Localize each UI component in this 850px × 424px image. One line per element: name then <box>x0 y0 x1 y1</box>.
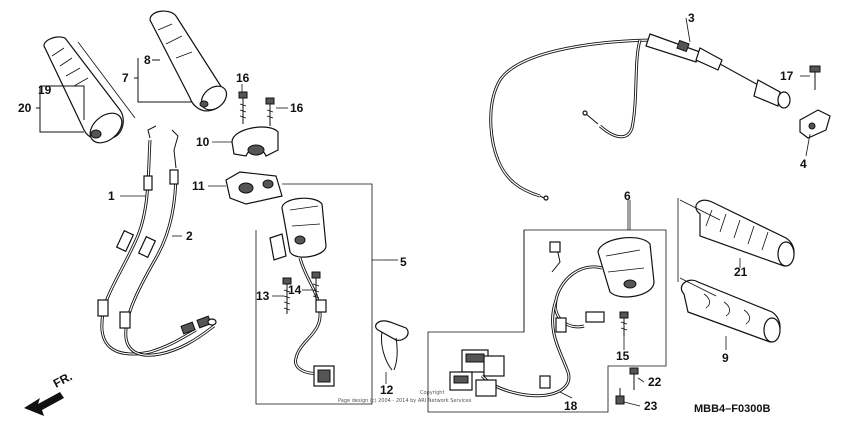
holder-11 <box>225 171 283 205</box>
callout-16b: 16 <box>290 101 304 115</box>
switch-assembly-6 <box>480 237 655 398</box>
screw-14 <box>311 271 321 302</box>
bolt-17 <box>809 65 821 90</box>
right-grip-8 <box>149 10 228 112</box>
callout-18: 18 <box>564 399 578 413</box>
screw-13 <box>282 277 292 314</box>
callout-6: 6 <box>624 189 631 203</box>
callout-3: 3 <box>688 11 695 25</box>
screw-22 <box>629 367 639 390</box>
callout-11: 11 <box>192 179 205 193</box>
callout-12: 12 <box>380 383 394 397</box>
screw-23 <box>615 388 625 405</box>
front-arrow: FR. <box>24 369 74 416</box>
callout-1: 1 <box>108 189 115 203</box>
callout-2: 2 <box>186 229 193 243</box>
callout-13: 13 <box>256 289 270 303</box>
callout-20: 20 <box>18 101 32 115</box>
callout-14: 14 <box>288 283 302 297</box>
grip-21 <box>695 199 795 267</box>
switch-assembly-5 <box>269 197 335 387</box>
grip-9 <box>680 279 781 343</box>
screw-16a <box>238 91 248 124</box>
callout-5: 5 <box>400 255 407 269</box>
band-12 <box>375 320 409 371</box>
throttle-cables <box>97 125 217 357</box>
screw-15 <box>619 311 629 336</box>
callout-19: 19 <box>38 83 52 97</box>
screw-16b <box>265 97 275 126</box>
callout-23: 23 <box>644 399 658 413</box>
callout-22: 22 <box>648 375 662 389</box>
callout-4: 4 <box>800 157 807 171</box>
callout-7: 7 <box>122 71 129 85</box>
bracket-4 <box>799 109 831 139</box>
callout-9: 9 <box>722 351 729 365</box>
connectors-18 <box>449 349 505 397</box>
callout-21: 21 <box>734 265 748 279</box>
watermark-line-2: Page design (c) 2004 - 2014 by ARI Netwo… <box>338 398 472 404</box>
diagram-code: MBB4–F0300B <box>694 403 770 415</box>
callout-8: 8 <box>144 53 151 67</box>
watermark-line-1: Copyright <box>420 390 444 396</box>
callout-15: 15 <box>616 349 630 363</box>
callout-16a: 16 <box>236 71 250 85</box>
callout-17: 17 <box>780 69 794 83</box>
choke-cable-3 <box>489 33 791 201</box>
throttle-housing-10 <box>231 126 279 157</box>
front-arrow-label: FR. <box>51 369 75 390</box>
callout-10: 10 <box>196 135 210 149</box>
